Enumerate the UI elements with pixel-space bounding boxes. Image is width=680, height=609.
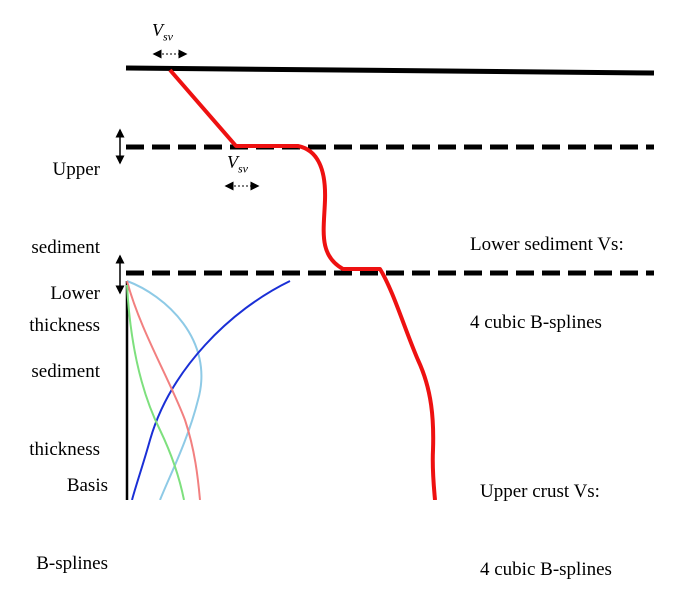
upper-crust-vs-line-2: 4 cubic B-splines bbox=[480, 559, 612, 580]
basis-spline-light-blue bbox=[126, 280, 203, 500]
lower-sediment-vs-line-2: 4 cubic B-splines bbox=[470, 312, 602, 333]
upper-sediment-line-1: Upper bbox=[52, 159, 100, 180]
upper-sediment-line-3: thickness bbox=[29, 315, 100, 336]
upper-crust-vs-line-1: Upper crust Vs: bbox=[480, 481, 600, 502]
vsv-mid-subscript: sv bbox=[238, 161, 248, 176]
diagram-canvas bbox=[115, 49, 655, 500]
vsv-top-label: Vsv bbox=[152, 20, 173, 45]
basis-line-2: B-splines bbox=[36, 553, 108, 574]
lower-sediment-line-3: thickness bbox=[29, 439, 100, 460]
upper-sediment-line-2: sediment bbox=[31, 237, 100, 258]
vsv-top-symbol: V bbox=[152, 20, 163, 40]
upper-crust-vs-label: Upper crust Vs: 4 cubic B-splines bbox=[480, 427, 612, 609]
basis-splines-label: Basis B-splines bbox=[36, 421, 108, 603]
lower-sediment-vs-label: Lower sediment Vs: 4 cubic B-splines bbox=[470, 180, 624, 362]
vsv-mid-label: Vsv bbox=[227, 152, 248, 177]
basis-line-1: Basis bbox=[66, 475, 108, 496]
vsv-mid-symbol: V bbox=[227, 152, 238, 172]
basis-spline-pink bbox=[126, 280, 201, 500]
vsv-top-subscript: sv bbox=[163, 29, 173, 44]
lower-sediment-line-1: Lower bbox=[50, 283, 100, 304]
basis-spline-green bbox=[126, 284, 185, 500]
lower-sediment-line-2: sediment bbox=[31, 361, 100, 382]
upper-sediment-label: Upper sediment thickness bbox=[29, 105, 100, 365]
surface-line bbox=[125, 65, 655, 76]
lower-sediment-label: Lower sediment thickness bbox=[29, 229, 100, 489]
lower-sediment-vs-line-1: Lower sediment Vs: bbox=[470, 234, 624, 255]
basis-spline-blue bbox=[131, 280, 291, 500]
velocity-profile bbox=[168, 68, 437, 500]
